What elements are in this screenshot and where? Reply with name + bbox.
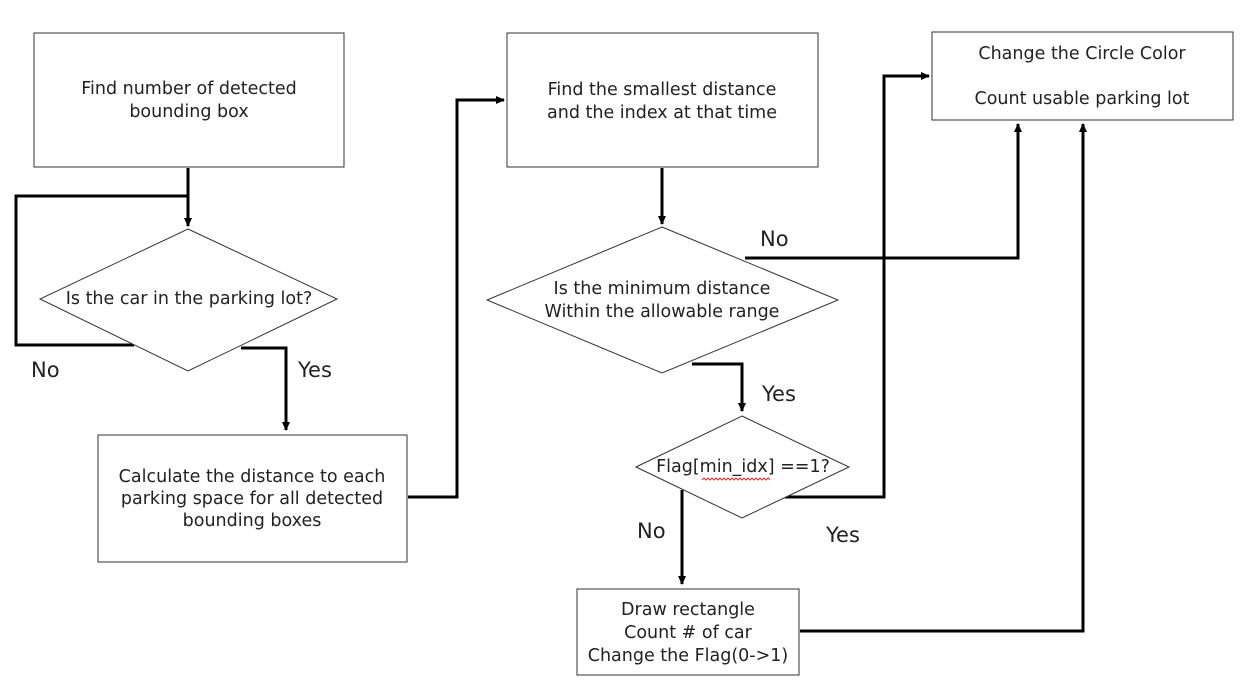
node-draw-rect-line-2: Count # of car bbox=[624, 623, 753, 643]
node-flag-check-decision: Flag[min_idx] ==1? bbox=[634, 415, 851, 519]
edge-label-range-yes: Yes bbox=[761, 382, 796, 406]
node-draw-rect-line-1: Draw rectangle bbox=[621, 600, 755, 620]
node-calc-distance-line-2: parking space for all detected bbox=[121, 489, 383, 509]
node-calc-distance: Calculate the distance to each parking s… bbox=[97, 434, 408, 563]
node-car-in-lot-decision: Is the car in the parking lot? bbox=[38, 228, 339, 372]
node-car-in-lot-line-1: Is the car in the parking lot? bbox=[66, 289, 313, 309]
edge-labels: No Yes No Yes No Yes bbox=[31, 227, 860, 547]
node-calc-distance-line-1: Calculate the distance to each bbox=[119, 467, 386, 487]
node-flag-check-line-1: Flag[min_idx] ==1? bbox=[656, 457, 830, 477]
node-min-in-range-line-1: Is the minimum distance bbox=[554, 279, 771, 299]
edge-label-flag-yes: Yes bbox=[825, 523, 860, 547]
node-change-color-line-3: Count usable parking lot bbox=[975, 89, 1190, 109]
connector-draw-to-color bbox=[800, 123, 1087, 633]
node-draw-rect-line-3: Change the Flag(0->1) bbox=[588, 646, 789, 666]
spellcheck-underline bbox=[701, 477, 771, 481]
node-calc-distance-line-3: bounding boxes bbox=[183, 511, 322, 531]
node-draw-rect: Draw rectangle Count # of car Change the… bbox=[576, 588, 800, 676]
connector-loop-no bbox=[14, 194, 188, 347]
node-change-color-line-1: Change the Circle Color bbox=[978, 44, 1186, 64]
node-find-smallest: Find the smallest distance and the index… bbox=[506, 32, 819, 168]
connector-range-yes bbox=[692, 362, 746, 412]
connector-flag-yes bbox=[785, 72, 930, 499]
node-min-in-range-decision: Is the minimum distance Within the allow… bbox=[485, 226, 840, 374]
node-min-in-range-line-2: Within the allowable range bbox=[545, 302, 780, 322]
connectors bbox=[14, 72, 1087, 633]
edge-label-car-yes: Yes bbox=[297, 358, 332, 382]
node-find-smallest-line-2: and the index at that time bbox=[547, 103, 777, 123]
connector-range-no bbox=[745, 123, 1022, 260]
edge-label-range-no: No bbox=[760, 227, 789, 251]
node-find-boxes-line-1: Find number of detected bbox=[81, 79, 297, 99]
node-find-smallest-line-1: Find the smallest distance bbox=[548, 80, 777, 100]
node-find-boxes-line-2: bounding box bbox=[129, 102, 248, 122]
edge-label-flag-no: No bbox=[637, 519, 666, 543]
edge-label-car-no: No bbox=[31, 358, 60, 382]
node-change-color: Change the Circle Color Count usable par… bbox=[931, 31, 1234, 121]
node-find-boxes: Find number of detected bounding box bbox=[33, 32, 345, 168]
connector-calc-to-find-smallest bbox=[408, 96, 505, 499]
connector-car-yes bbox=[241, 346, 290, 431]
